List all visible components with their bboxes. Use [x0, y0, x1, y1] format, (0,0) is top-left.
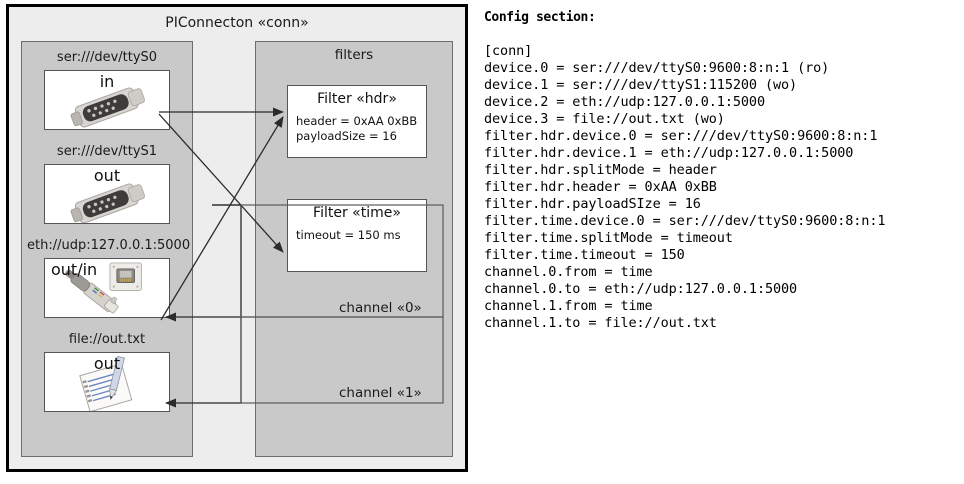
device-label-eth: eth://udp:127.0.0.1:5000 [27, 238, 191, 253]
channel-label-0: channel «0» [339, 300, 422, 316]
connection-diagram: PIConnecton «conn» ser:///dev/ttyS0 in [6, 4, 468, 472]
filter-title-hdr: Filter «hdr» [317, 91, 397, 107]
config-line: filter.time.splitMode = timeout [484, 230, 733, 246]
device-label-file: file://out.txt [68, 332, 146, 347]
devices-panel: ser:///dev/ttyS0 in [21, 41, 193, 457]
filter-attrs-time: timeout = 150 ms [296, 228, 401, 243]
text-file-icon [79, 355, 133, 411]
device-box-ttys0[interactable]: in [44, 70, 170, 130]
config-line: device.2 = eth://udp:127.0.0.1:5000 [484, 94, 765, 110]
config-line: channel.0.from = time [484, 264, 653, 280]
filter-box-time[interactable]: Filter «time» timeout = 150 ms [287, 199, 427, 272]
filter-attr: timeout = 150 ms [296, 228, 401, 242]
config-line: filter.hdr.payloadSIze = 16 [484, 196, 701, 212]
config-line: filter.time.device.0 = ser:///dev/ttyS0:… [484, 213, 886, 229]
device-box-file[interactable]: out [44, 352, 170, 412]
ethernet-jack-icon [65, 262, 142, 314]
config-heading: Config section: [484, 10, 596, 25]
filter-title-time: Filter «time» [313, 205, 401, 221]
config-line: filter.hdr.header = 0xAA 0xBB [484, 179, 717, 195]
config-line: device.0 = ser:///dev/ttyS0:9600:8:n:1 (… [484, 60, 830, 76]
device-box-ttys1[interactable]: out [44, 164, 170, 224]
config-line: filter.hdr.device.1 = eth://udp:127.0.0.… [484, 145, 854, 161]
device-box-eth[interactable]: out/in [44, 258, 170, 318]
filter-attr: header = 0xAA 0xBB [296, 114, 418, 128]
config-line: channel.1.from = time [484, 298, 653, 314]
config-line: device.1 = ser:///dev/ttyS1:115200 (wo) [484, 77, 798, 93]
config-section: Config section: [conn]device.0 = ser:///… [482, 6, 960, 476]
filters-panel-title: filters [334, 47, 374, 63]
device-label-ttys1: ser:///dev/ttyS1 [56, 144, 158, 159]
config-line: filter.time.timeout = 150 [484, 247, 685, 263]
config-line: filter.hdr.splitMode = header [484, 162, 717, 178]
device-label-ttys0: ser:///dev/ttyS0 [56, 50, 158, 65]
diagram-title: PIConnecton «conn» [165, 15, 309, 31]
channel-label-1: channel «1» [339, 385, 422, 401]
config-line: channel.1.to = file://out.txt [484, 315, 717, 331]
config-line: filter.hdr.device.0 = ser:///dev/ttyS0:9… [484, 128, 878, 144]
filter-attrs-hdr: header = 0xAA 0xBB payloadSize = 16 [296, 114, 417, 144]
filter-attr: payloadSize = 16 [296, 129, 397, 143]
serial-db9-icon [70, 183, 145, 223]
serial-db9-icon [70, 87, 145, 128]
config-line: [conn] [484, 43, 533, 59]
config-listing: [conn]device.0 = ser:///dev/ttyS0:9600:8… [484, 43, 960, 332]
config-line: channel.0.to = eth://udp:127.0.0.1:5000 [484, 281, 798, 297]
config-line: device.3 = file://out.txt (wo) [484, 111, 725, 127]
filter-box-hdr[interactable]: Filter «hdr» header = 0xAA 0xBB payloadS… [287, 85, 427, 158]
